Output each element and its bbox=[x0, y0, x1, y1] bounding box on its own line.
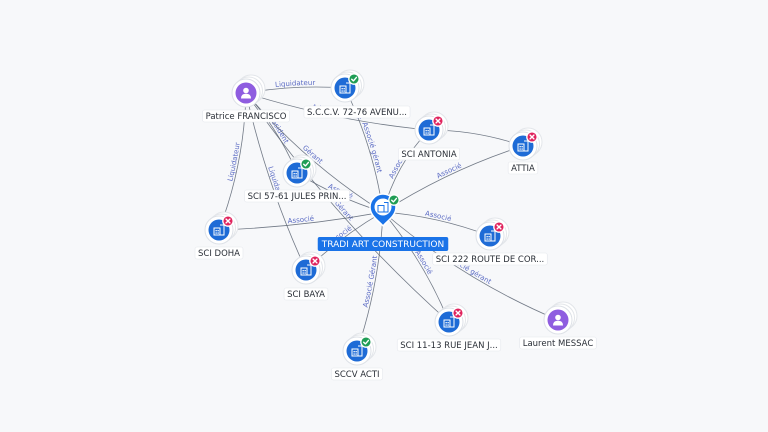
building-icon bbox=[291, 167, 303, 179]
node-patrice-francisco[interactable]: Patrice FRANCISCO bbox=[202, 74, 290, 123]
center-node-label: TRADI ART CONSTRUCTION bbox=[317, 237, 449, 251]
edge-sccvacti-center[interactable]: Associé Gérant bbox=[356, 211, 384, 352]
edge-sci1113-center[interactable]: Associé bbox=[382, 211, 450, 323]
edge-line bbox=[382, 211, 450, 323]
node-label: Laurent MESSAC bbox=[519, 336, 597, 350]
node-label-text: S.C.C.V. 72-76 AVENU... bbox=[307, 108, 407, 118]
edge-label: Associé bbox=[413, 249, 434, 276]
status-closed-icon bbox=[432, 115, 444, 127]
edge-label: Associé Gérant bbox=[362, 255, 380, 308]
node-label: SCI 57-61 JULES PRIN... bbox=[244, 189, 350, 203]
node-label: SCI BAYA bbox=[283, 287, 329, 301]
edge-label: Liquidateur bbox=[275, 79, 316, 89]
node-label-text: SCI 57-61 JULES PRIN... bbox=[248, 192, 347, 202]
edge-laurent-center[interactable]: Associé gérant bbox=[382, 211, 559, 321]
status-active-icon bbox=[388, 194, 400, 206]
node-sci-baya[interactable]: SCI BAYA bbox=[283, 251, 329, 301]
building-icon bbox=[300, 264, 312, 276]
node-label: ATTIA bbox=[507, 161, 539, 175]
building-icon bbox=[339, 82, 351, 94]
edge-label: Liquidateur bbox=[226, 142, 241, 182]
node-label: SCI DOHA bbox=[194, 246, 244, 260]
node-label-text: SCI 11-13 RUE JEAN J... bbox=[400, 341, 498, 351]
building-icon bbox=[213, 224, 225, 236]
status-active-icon bbox=[348, 73, 360, 85]
node-label: SCI ANTONIA bbox=[398, 147, 460, 161]
node-sci-57-61-jules-prin[interactable]: SCI 57-61 JULES PRIN... bbox=[244, 154, 350, 203]
nodes-layer: Patrice FRANCISCO S.C.C.V. 72-76 AVENU...… bbox=[194, 69, 597, 381]
status-active-icon bbox=[300, 158, 312, 170]
person-icon bbox=[241, 87, 251, 99]
node-label: Patrice FRANCISCO bbox=[202, 109, 290, 123]
node-label-text: Patrice FRANCISCO bbox=[206, 112, 287, 122]
node-attia[interactable]: ATTIA bbox=[507, 127, 543, 175]
node-laurent-messac[interactable]: Laurent MESSAC bbox=[519, 301, 597, 350]
edge-label: Gérant bbox=[333, 199, 355, 222]
building-icon bbox=[377, 202, 389, 213]
node-s-c-c-v-72-76-avenu[interactable]: S.C.C.V. 72-76 AVENU... bbox=[303, 69, 411, 119]
person-icon bbox=[553, 314, 563, 326]
node-label: SCI 11-13 RUE JEAN J... bbox=[396, 338, 502, 352]
node-sci-antonia[interactable]: SCI ANTONIA bbox=[398, 111, 460, 161]
status-active-icon bbox=[360, 336, 372, 348]
edge-line bbox=[382, 211, 559, 321]
node-label-text: SCCV ACTI bbox=[334, 370, 379, 380]
node-label-text: SCI ANTONIA bbox=[401, 150, 456, 160]
status-closed-icon bbox=[493, 221, 505, 233]
status-closed-icon bbox=[222, 215, 234, 227]
status-closed-icon bbox=[526, 131, 538, 143]
node-label-text: SCI BAYA bbox=[287, 290, 325, 300]
node-label-text: ATTIA bbox=[511, 164, 535, 174]
edge-label: Associé gérant bbox=[360, 121, 383, 174]
center-label-text: TRADI ART CONSTRUCTION bbox=[321, 240, 445, 250]
node-label: SCI 222 ROUTE DE COR... bbox=[432, 252, 548, 266]
edge-label: Associé bbox=[287, 215, 314, 226]
node-label: S.C.C.V. 72-76 AVENU... bbox=[303, 105, 411, 119]
node-label-text: SCI 222 ROUTE DE COR... bbox=[436, 255, 545, 265]
building-icon bbox=[517, 140, 529, 152]
edge-line bbox=[245, 92, 450, 323]
node-sccv-acti[interactable]: SCCV ACTI bbox=[331, 332, 383, 381]
node-sci-doha[interactable]: SCI DOHA bbox=[194, 211, 244, 260]
node-sci-222-route-de-cor[interactable]: SCI 222 ROUTE DE COR... bbox=[432, 217, 548, 266]
center-node-group[interactable]: TRADI ART CONSTRUCTION bbox=[317, 193, 449, 251]
status-closed-icon bbox=[452, 307, 464, 319]
building-icon bbox=[351, 345, 363, 357]
node-label-text: Laurent MESSAC bbox=[523, 339, 594, 349]
building-icon bbox=[423, 124, 435, 136]
status-closed-icon bbox=[309, 255, 321, 267]
building-icon bbox=[443, 316, 455, 328]
node-label-text: SCI DOHA bbox=[198, 249, 240, 259]
node-label: SCCV ACTI bbox=[331, 367, 383, 381]
building-icon bbox=[484, 230, 496, 242]
edge-label: Associé bbox=[424, 210, 452, 224]
node-sci-11-13-rue-jean-j[interactable]: SCI 11-13 RUE JEAN J... bbox=[396, 303, 502, 352]
